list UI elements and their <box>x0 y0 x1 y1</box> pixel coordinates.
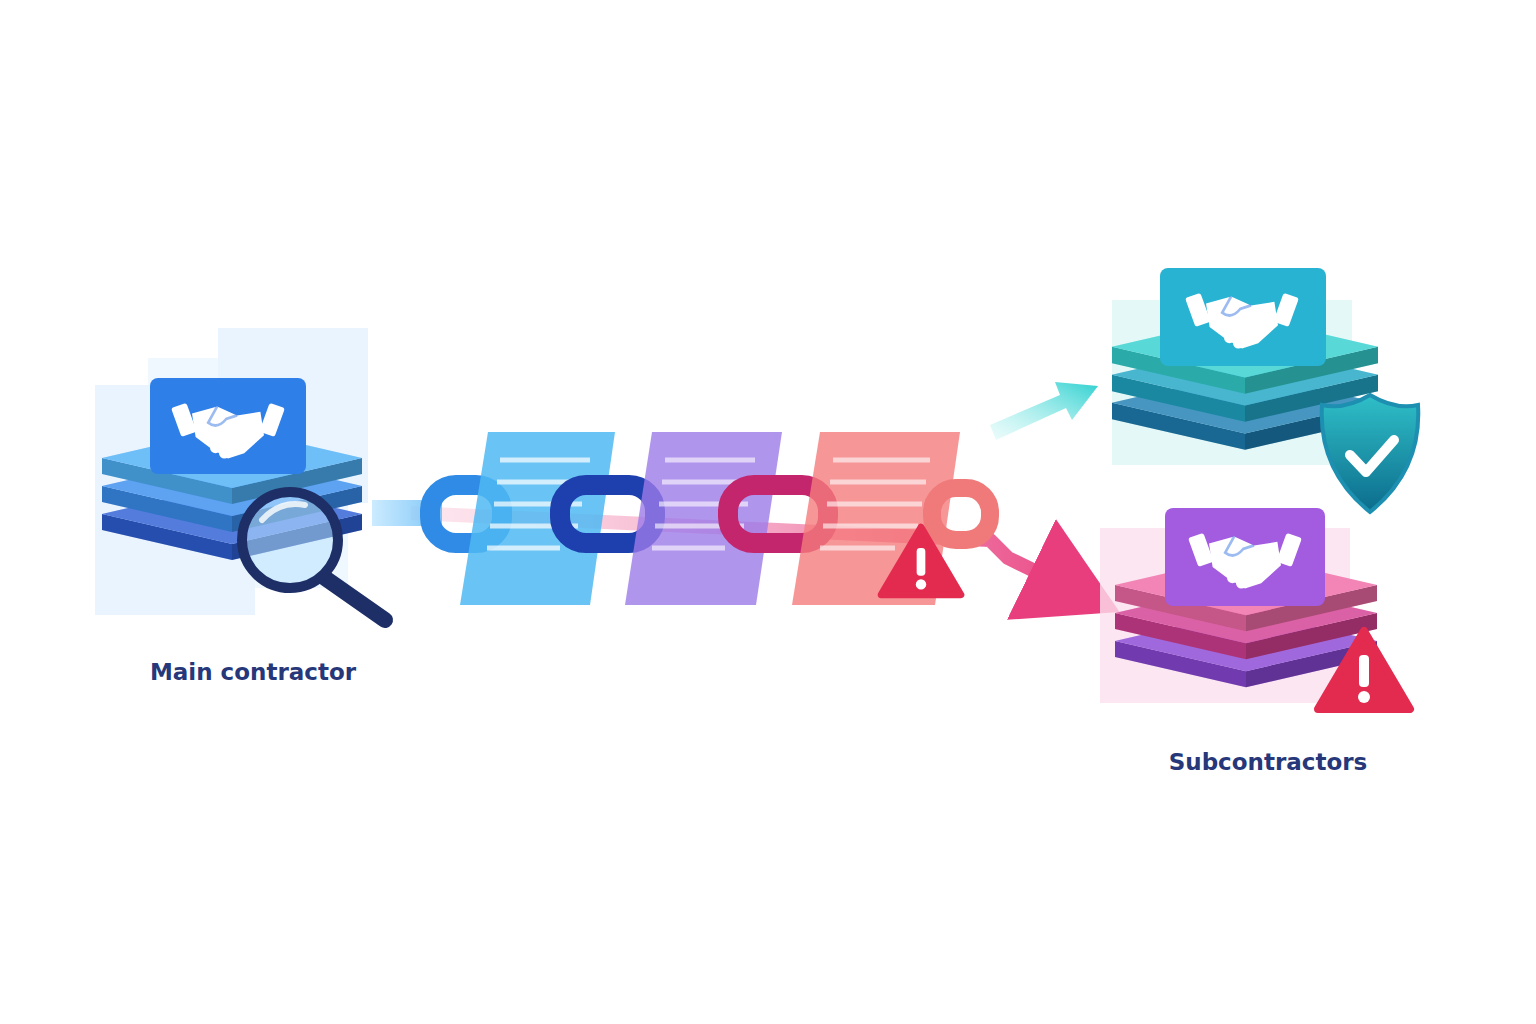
subcontractors-node: Subcontractors <box>1095 265 1441 775</box>
main-contractor-node: Main contractor <box>95 325 411 685</box>
warning-icon <box>881 527 961 595</box>
node-label: Main contractor <box>95 659 411 685</box>
approved-arrow <box>990 382 1098 440</box>
document-sheet <box>625 432 782 605</box>
document-sheet <box>460 432 615 605</box>
main-contractor-icon <box>95 328 385 620</box>
node-label: Subcontractors <box>1095 749 1441 775</box>
approved-subcontractor-icon <box>1112 268 1418 512</box>
warning-icon <box>1318 631 1410 709</box>
risky-subcontractor-icon <box>1100 508 1410 709</box>
contract-chain <box>372 432 990 605</box>
